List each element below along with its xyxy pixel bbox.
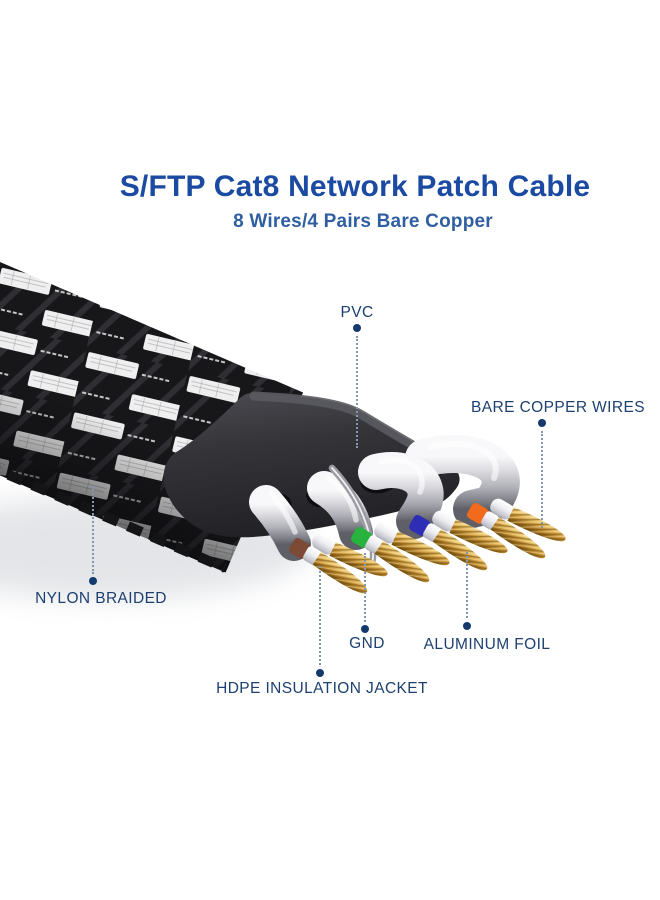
page-title: S/FTP Cat8 Network Patch Cable bbox=[119, 170, 591, 203]
wire-pair-orange bbox=[466, 498, 569, 564]
foil-tube-green-pair bbox=[307, 471, 373, 550]
leader-dot-aluminum bbox=[463, 622, 471, 630]
label-hdpe-insulation-jacket: HDPE INSULATION JACKET bbox=[216, 680, 428, 697]
wire-pair-green bbox=[350, 522, 453, 588]
leader-dot-pvc bbox=[353, 324, 361, 332]
white-wire bbox=[432, 510, 511, 559]
wire-pair-blue bbox=[408, 510, 511, 576]
leader-line-bare-copper bbox=[541, 431, 543, 528]
leader-line-hdpe bbox=[319, 566, 321, 665]
leader-line-pvc bbox=[356, 336, 358, 448]
colored-wire bbox=[288, 537, 372, 599]
foil-highlight bbox=[378, 457, 425, 495]
page-subtitle: 8 Wires/4 Pairs Bare Copper bbox=[233, 211, 493, 232]
leader-dot-bare-copper bbox=[538, 419, 546, 427]
wire-pair-brown bbox=[288, 533, 391, 599]
colored-wire bbox=[350, 526, 434, 588]
leader-line-aluminum bbox=[466, 552, 468, 618]
foil-tube-brown-pair bbox=[249, 485, 311, 561]
white-insulation bbox=[374, 522, 398, 544]
white-wire bbox=[490, 498, 569, 547]
label-nylon-braided: NYLON BRAIDED bbox=[35, 590, 167, 607]
foil-highlight bbox=[268, 490, 298, 535]
white-insulation bbox=[312, 533, 336, 555]
leader-dot-nylon bbox=[89, 577, 97, 585]
foil-highlight bbox=[326, 476, 359, 523]
white-insulation bbox=[432, 510, 456, 532]
leader-dot-gnd bbox=[361, 625, 369, 633]
leader-dot-hdpe bbox=[316, 669, 324, 677]
label-aluminum-foil: ALUMINUM FOIL bbox=[423, 636, 551, 653]
white-wire bbox=[312, 533, 391, 582]
braid-fringe bbox=[0, 418, 228, 573]
label-bare-copper-wires: BARE COPPER WIRES bbox=[471, 399, 645, 416]
white-insulation bbox=[490, 498, 514, 520]
foil-highlight bbox=[427, 440, 499, 481]
colored-wire bbox=[408, 514, 492, 576]
foil-tube-orange-pair bbox=[405, 435, 520, 528]
leader-line-gnd bbox=[364, 553, 366, 622]
colored-wire bbox=[466, 502, 550, 564]
label-pvc: PVC bbox=[340, 304, 374, 321]
white-wire bbox=[374, 522, 453, 571]
label-gnd: GND bbox=[349, 635, 385, 652]
leader-line-nylon bbox=[92, 486, 94, 574]
